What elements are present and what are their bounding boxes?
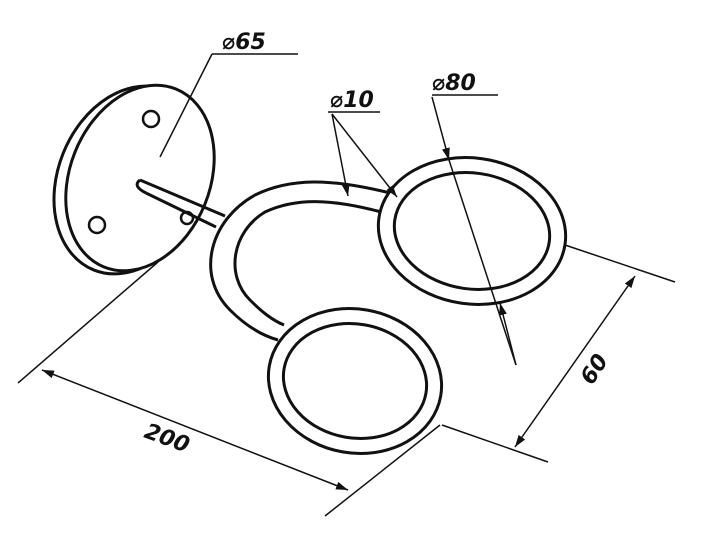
label-ring-diameter: ⌀80 [432, 71, 476, 96]
extension-line-upper [564, 244, 676, 283]
arm-rod [139, 178, 226, 229]
wall-plate [52, 83, 216, 276]
u-rod [209, 180, 391, 342]
label-rod-diameter: ⌀10 [330, 88, 374, 113]
dim-length [17, 261, 441, 517]
wall-plate-front [64, 83, 216, 273]
screw-hole-top [141, 109, 161, 129]
dim-rod-diameter [328, 111, 398, 198]
support-arm [135, 178, 226, 229]
ring-upper-inner [392, 171, 552, 291]
label-length: 200 [141, 419, 193, 458]
extension-line-plate [17, 261, 159, 384]
u-rod-outer [209, 180, 391, 342]
extension-line-lower [441, 424, 549, 463]
extension-line-ring [324, 424, 441, 517]
ring-lower-outer [266, 307, 444, 455]
ring-lower [266, 307, 444, 455]
dim-plate-diameter [159, 53, 298, 158]
label-plate-diameter: ⌀65 [222, 30, 266, 55]
arm-rod-end [135, 178, 147, 195]
screw-hole-bottom [87, 215, 107, 235]
dim-line-length [41, 369, 349, 491]
dim-line-offset [514, 275, 636, 448]
dim-offset [441, 244, 676, 463]
label-offset: 60 [576, 350, 614, 389]
u-rod-inner [233, 200, 386, 327]
dim-ring-diameter [431, 94, 517, 366]
